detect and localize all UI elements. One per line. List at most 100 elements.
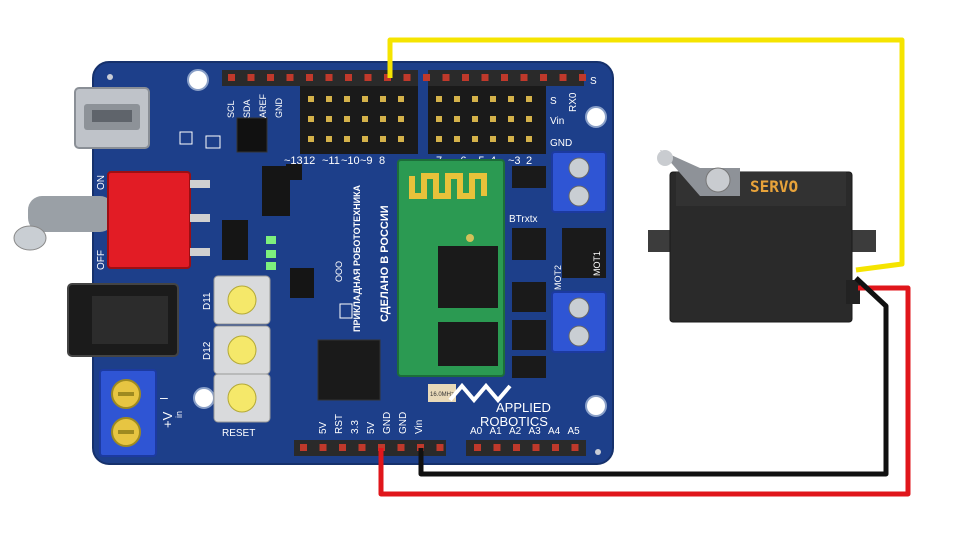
top-digital-label: ~13 bbox=[284, 155, 303, 167]
header-pin bbox=[462, 74, 469, 81]
power-wire bbox=[378, 285, 911, 497]
silk-line1: ПРИКЛАДНАЯ РОБОТОТЕХНИКА bbox=[352, 184, 362, 332]
header-pin bbox=[267, 74, 274, 81]
bottom-power-label: Vin bbox=[414, 420, 425, 434]
toggle-switch-icon[interactable] bbox=[13, 171, 210, 269]
header-pin bbox=[308, 96, 314, 102]
bt-label: BTrxtx bbox=[509, 214, 538, 225]
header-pin bbox=[436, 96, 442, 102]
header-pin bbox=[552, 444, 559, 451]
header-pin bbox=[380, 116, 386, 122]
header-pin bbox=[513, 444, 520, 451]
header-pin bbox=[362, 116, 368, 122]
header-pin bbox=[490, 136, 496, 142]
top-digital-label: ~3 bbox=[508, 155, 521, 167]
header-pin bbox=[526, 96, 532, 102]
motor-terminal-1 bbox=[551, 151, 607, 213]
header-pin bbox=[559, 74, 567, 81]
header-pin bbox=[417, 444, 424, 451]
bottom-power-label: GND bbox=[398, 412, 409, 434]
mounting-hole bbox=[193, 387, 215, 409]
header-pin bbox=[308, 136, 314, 142]
header-pin bbox=[364, 74, 372, 81]
header-pin bbox=[571, 444, 579, 451]
header-pin bbox=[228, 74, 235, 81]
header-pin bbox=[481, 74, 489, 81]
applied-robotics-logo bbox=[448, 382, 512, 404]
top-digital-label: 8 bbox=[379, 155, 385, 167]
top-i2c-label: SDA bbox=[242, 99, 252, 118]
header-pin bbox=[508, 116, 514, 122]
motor-driver-components bbox=[428, 166, 606, 402]
header-pin bbox=[325, 74, 333, 81]
header-pin bbox=[306, 74, 313, 81]
rx-label: RX0 bbox=[568, 92, 579, 112]
header-pin bbox=[339, 444, 346, 451]
header-pin bbox=[403, 74, 411, 81]
header-pin bbox=[490, 96, 496, 102]
header-pin bbox=[579, 74, 586, 81]
bottom-power-label: GND bbox=[382, 412, 393, 434]
button-reset-label: RESET bbox=[222, 428, 255, 439]
header-pin bbox=[508, 96, 514, 102]
bottom-analog-label: A1 bbox=[490, 426, 503, 437]
silk-ooo: ООО bbox=[334, 261, 344, 282]
bottom-analog-label: A4 bbox=[548, 426, 561, 437]
power-terminal-plus: +V bbox=[160, 411, 175, 428]
header-pin bbox=[436, 136, 442, 142]
top-i2c-label: SCL bbox=[226, 100, 236, 118]
header-pin bbox=[474, 444, 481, 451]
header-pin bbox=[490, 116, 496, 122]
header-pin bbox=[472, 116, 478, 122]
header-pin bbox=[520, 74, 528, 81]
servo-motor-icon bbox=[648, 150, 876, 323]
button-d11-label: D11 bbox=[202, 292, 213, 310]
header-pin bbox=[436, 444, 444, 451]
bottom-analog-label: A2 bbox=[509, 426, 522, 437]
switch-on-label: ON bbox=[96, 175, 107, 190]
header-pin bbox=[508, 136, 514, 142]
header-pin bbox=[326, 116, 332, 122]
top-i2c-label: AREF bbox=[258, 93, 268, 118]
tactile-buttons[interactable] bbox=[213, 275, 271, 423]
bottom-analog-label: A3 bbox=[529, 426, 542, 437]
header-pin bbox=[472, 136, 478, 142]
components-left bbox=[179, 117, 381, 401]
header-pin bbox=[532, 444, 540, 451]
bluetooth-module-icon bbox=[397, 159, 505, 377]
mot2-label: MOT2 bbox=[553, 265, 563, 290]
bottom-analog-label: A0 bbox=[470, 426, 483, 437]
bottom-header bbox=[294, 440, 586, 456]
top-digital-label: ~10 bbox=[341, 155, 360, 167]
wires bbox=[378, 37, 911, 497]
top-row-label: S bbox=[550, 96, 557, 107]
header-pin bbox=[247, 74, 255, 81]
header-pin bbox=[344, 96, 350, 102]
header-pin bbox=[378, 444, 385, 451]
brand-line2: ROBOTICS bbox=[480, 414, 548, 429]
header-pin bbox=[326, 136, 332, 142]
signal-wire bbox=[387, 37, 905, 273]
header-pin bbox=[398, 96, 404, 102]
header-pin bbox=[308, 116, 314, 122]
header-pin bbox=[540, 74, 547, 81]
header-pin bbox=[319, 444, 327, 451]
bottom-analog-label: A5 bbox=[568, 426, 581, 437]
header-pin bbox=[300, 444, 307, 451]
header-pin bbox=[454, 96, 460, 102]
top-digital-label: 12 bbox=[303, 155, 315, 167]
screw-terminal-icon bbox=[99, 369, 157, 457]
bottom-power-label: 5V bbox=[366, 421, 377, 434]
header-pin bbox=[344, 116, 350, 122]
header-pin bbox=[454, 116, 460, 122]
header-pin bbox=[397, 444, 405, 451]
top-i2c-label: GND bbox=[274, 98, 284, 119]
header-pin bbox=[398, 116, 404, 122]
crystal-label: 16.0MHz bbox=[430, 392, 454, 398]
header-pin bbox=[454, 136, 460, 142]
header-pin bbox=[423, 74, 430, 81]
top-header bbox=[222, 70, 586, 154]
header-pin bbox=[362, 96, 368, 102]
